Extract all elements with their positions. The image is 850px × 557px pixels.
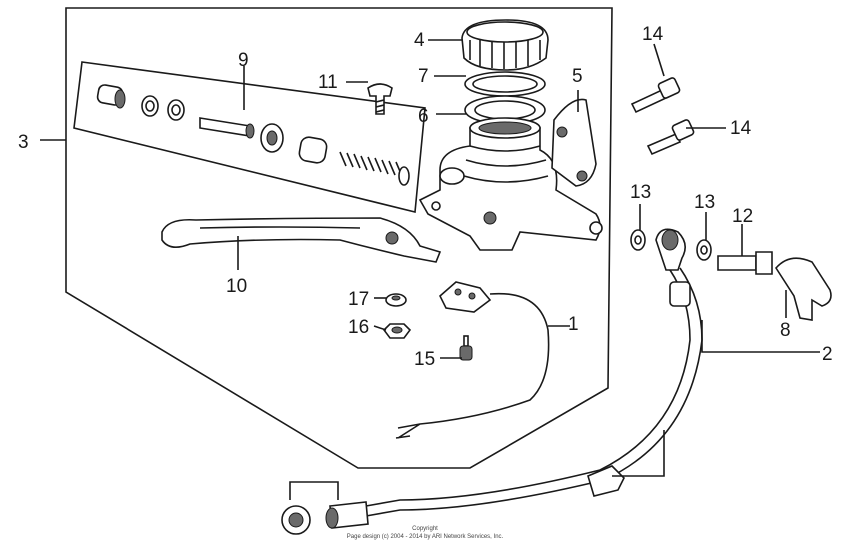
callout-13-left: 13: [630, 182, 651, 203]
assembly-outline: [65, 7, 613, 469]
leader-lines: [40, 39, 820, 500]
callout-3: 3: [18, 132, 29, 153]
callout-6: 6: [418, 106, 429, 127]
bolt-upper: [630, 77, 681, 114]
hose-boot: [775, 257, 832, 321]
oil-bolt: [717, 251, 773, 275]
callout-4: 4: [414, 30, 425, 51]
copyright-label: Copyright: [412, 526, 438, 532]
callout-13-right: 13: [694, 192, 715, 213]
screw: [459, 335, 473, 361]
callout-9: 9: [238, 50, 249, 71]
callout-14-upper: 14: [642, 24, 664, 45]
callout-17: 17: [348, 289, 369, 310]
rebuild-kit-panel: [73, 61, 426, 213]
mounting-holder: [551, 98, 597, 187]
pivot-bolt: [367, 83, 393, 115]
callout-11: 11: [318, 72, 338, 93]
copyright-notice: Page design (c) 2004 - 2014 by ARI Netwo…: [347, 534, 504, 540]
callout-16: 16: [348, 317, 369, 338]
master-cylinder-body: [418, 117, 603, 251]
piston-kit-parts: [96, 84, 410, 186]
callout-2: 2: [822, 344, 833, 365]
hose-clamp: [587, 465, 625, 497]
callout-5: 5: [572, 66, 583, 87]
clutch-switch: [395, 281, 550, 439]
clutch-hose: [325, 228, 703, 529]
callout-1: 1: [568, 314, 579, 335]
callout-12: 12: [732, 206, 753, 227]
callout-8: 8: [780, 320, 791, 341]
bolt-lower: [646, 119, 695, 156]
reservoir-cap: [461, 19, 549, 71]
sealing-washer-left: [630, 229, 646, 251]
callout-7: 7: [418, 66, 429, 87]
callout-15: 15: [414, 349, 435, 370]
clutch-lever: [161, 217, 442, 263]
callout-10: 10: [226, 276, 247, 297]
callout-14-lower: 14: [730, 118, 752, 139]
sealing-washer-right: [696, 239, 712, 261]
